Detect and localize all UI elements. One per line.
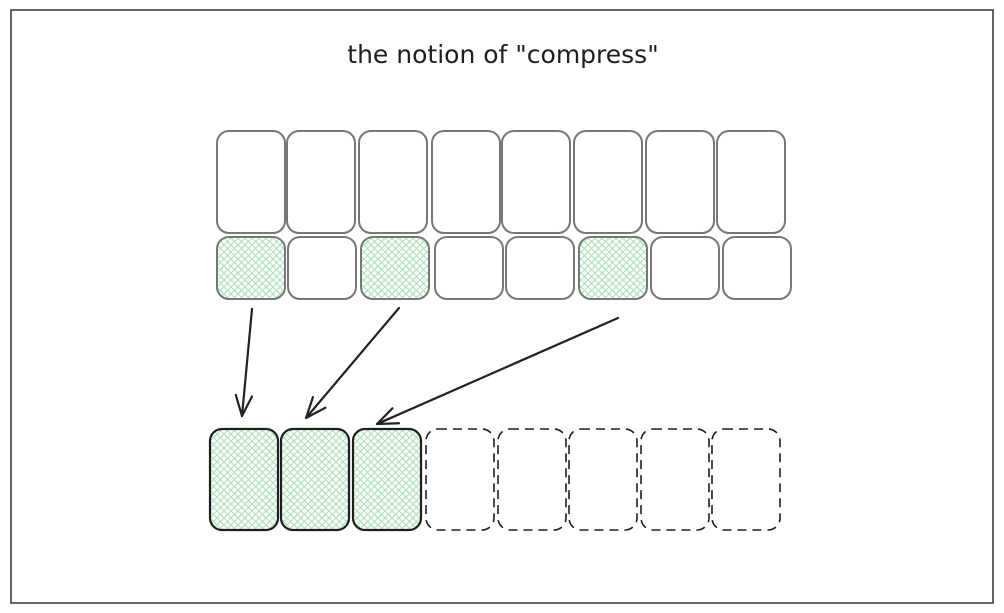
mask-cell-7 (722, 236, 792, 300)
input-cell-5 (573, 130, 643, 234)
arrow-0 (234, 307, 254, 418)
frame-border (10, 9, 994, 604)
mask-cell-6 (650, 236, 720, 300)
input-values-row (216, 130, 786, 234)
input-cell-3 (431, 130, 501, 234)
output-cell-2 (351, 427, 423, 532)
input-cell-1 (286, 130, 356, 234)
output-cell-1 (279, 427, 351, 532)
output-cell-5 (568, 428, 638, 531)
output-cell-0 (208, 427, 280, 532)
arrow-1 (304, 306, 401, 420)
input-cell-0 (216, 130, 286, 234)
mask-cell-0 (216, 236, 286, 300)
diagram-title: the notion of "compress" (347, 40, 658, 69)
output-cell-3 (425, 428, 495, 531)
input-cell-6 (645, 130, 715, 234)
mask-cell-5 (578, 236, 648, 300)
compress-arrows (234, 306, 620, 426)
output-cell-6 (640, 428, 710, 531)
output-row (208, 427, 781, 532)
input-cell-4 (501, 130, 571, 234)
input-cell-7 (716, 130, 786, 234)
mask-cell-3 (434, 236, 504, 300)
output-cell-4 (497, 428, 567, 531)
output-cell-7 (711, 428, 781, 531)
mask-cell-2 (360, 236, 430, 300)
input-cell-2 (358, 130, 428, 234)
mask-cell-1 (287, 236, 357, 300)
mask-cell-4 (505, 236, 575, 300)
arrow-2 (375, 316, 620, 426)
mask-row (216, 236, 792, 300)
